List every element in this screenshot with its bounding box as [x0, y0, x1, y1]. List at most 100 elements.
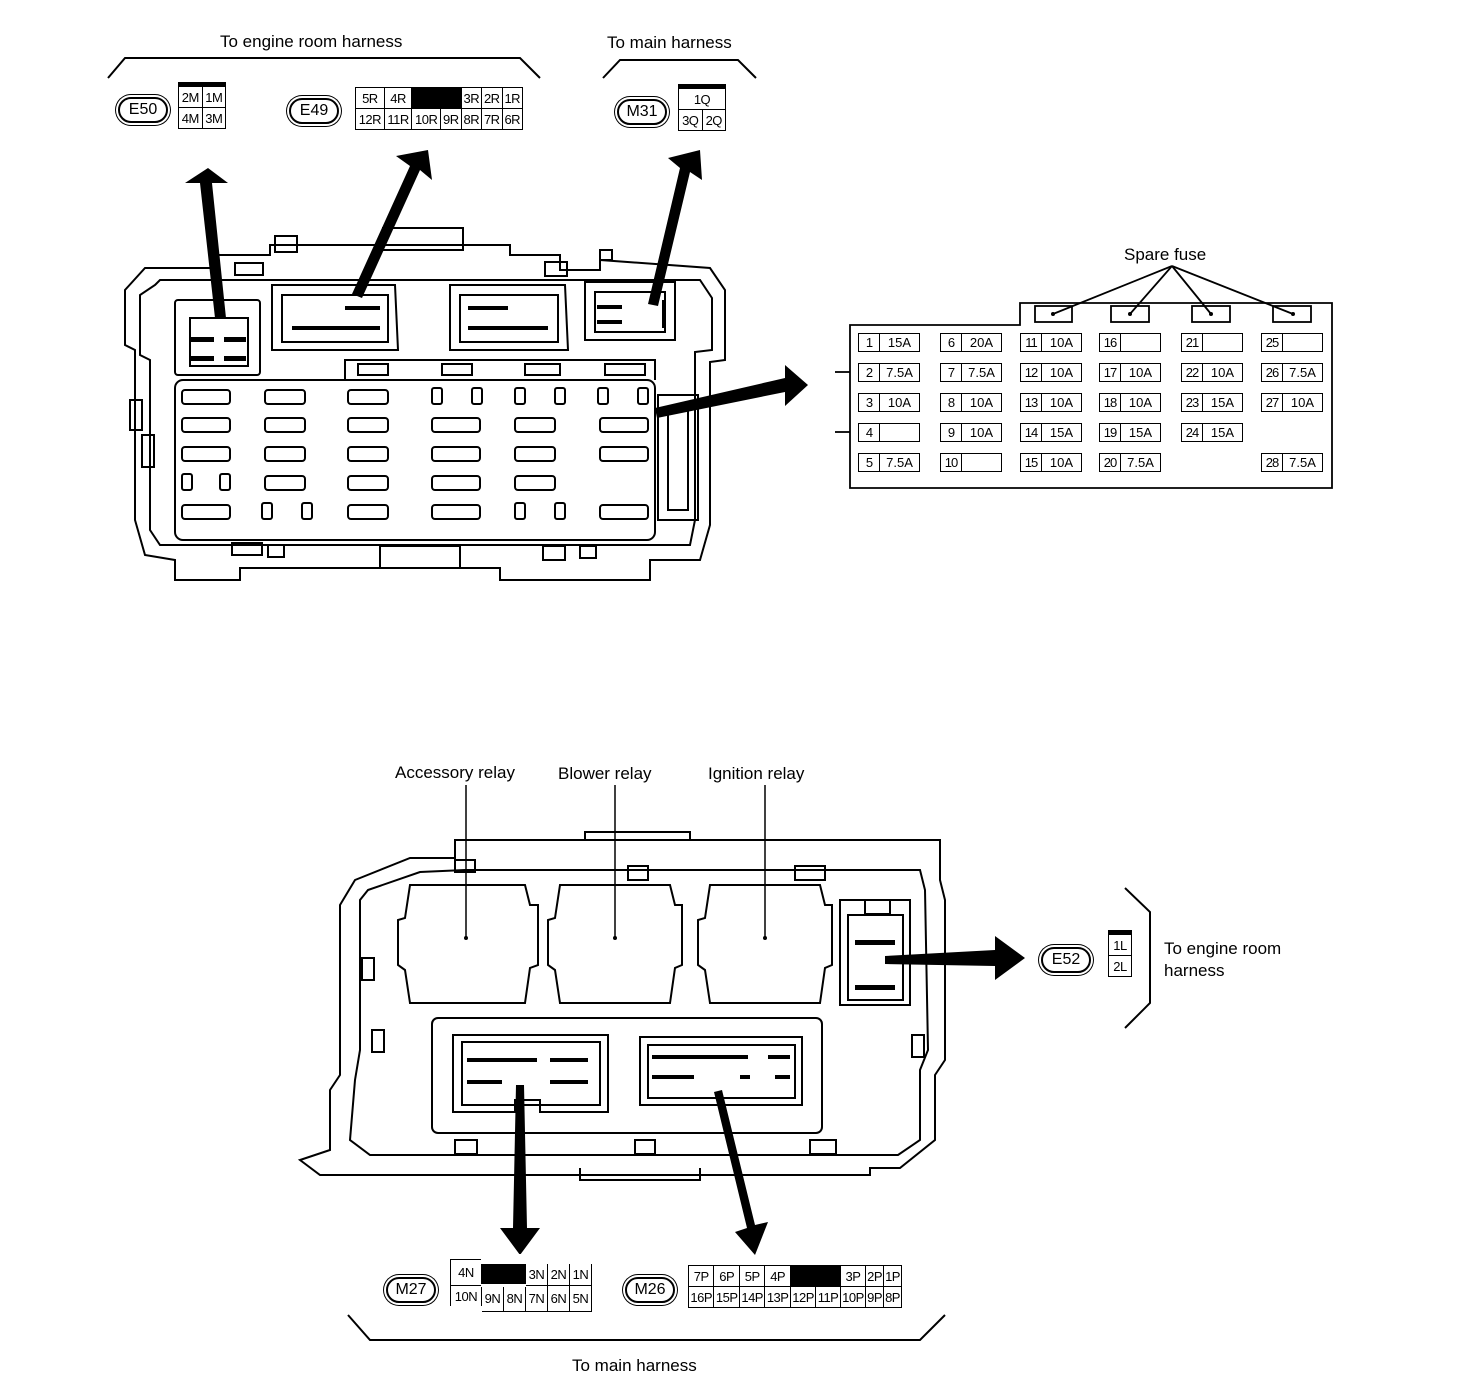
pin-9n: 9N	[480, 1285, 504, 1312]
fuse-number: 10	[941, 454, 962, 471]
pin-9r: 9R	[440, 108, 462, 130]
pin-12r: 12R	[355, 108, 385, 130]
fuse-number: 11	[1021, 334, 1042, 351]
main-harness-bracket-bottom	[347, 1314, 946, 1341]
fuse-amperage	[1121, 334, 1160, 351]
pin-4n: 4N	[450, 1258, 482, 1286]
connector-id-m27: M27	[386, 1277, 436, 1303]
fuse-9: 9 10A	[940, 423, 1002, 442]
fuse-number: 2	[859, 364, 880, 381]
fuse-amperage: 10A	[1049, 455, 1074, 470]
fuse-number: 5	[859, 454, 880, 471]
fuse-amperage: 15A	[887, 335, 912, 350]
fuse-amperage: 7.5A	[886, 455, 913, 470]
fuse-amperage: 15A	[1210, 395, 1235, 410]
fuse-amperage: 10A	[1128, 395, 1153, 410]
fuse-amperage: 7.5A	[1127, 455, 1154, 470]
fuse-number: 28	[1262, 454, 1283, 471]
pin-1r: 1R	[501, 87, 523, 109]
fuse-number: 24	[1182, 424, 1203, 441]
accessory-relay-label: Accessory relay	[395, 763, 515, 782]
fuse-amperage	[1203, 334, 1242, 351]
fuse-amperage: 10A	[969, 425, 994, 440]
pin-15p: 15P	[713, 1286, 740, 1308]
fuse-number: 16	[1100, 334, 1121, 351]
fuse-amperage: 10A	[1128, 365, 1153, 380]
fuse-amperage: 7.5A	[1289, 455, 1316, 470]
fuse-number: 17	[1100, 364, 1121, 381]
fuse-number: 18	[1100, 394, 1121, 411]
pin-10p: 10P	[839, 1286, 867, 1308]
fuse-25: 25	[1261, 333, 1323, 352]
fuse-15: 15 10A	[1020, 453, 1082, 472]
pin-3q: 3Q	[678, 109, 703, 131]
connector-m26: 7P 6P 5P 4P 3P 2P 1P 16P 15P 14P 13P 12P…	[687, 1265, 902, 1308]
fuse-18: 18 10A	[1099, 393, 1161, 412]
pin-9p: 9P	[865, 1286, 885, 1308]
connector-id-m26: M26	[625, 1277, 675, 1303]
top-arrows	[185, 150, 808, 418]
connector-m27: 4N 3N 2N 1N 10N 9N 8N 7N 6N 5N	[450, 1254, 593, 1316]
bottom-engine-harness-label-2: harness	[1164, 961, 1225, 980]
connector-id-e52: E52	[1041, 947, 1091, 973]
pin-5r: 5R	[355, 87, 385, 109]
pin-5p: 5P	[738, 1265, 766, 1287]
fuse-number: 4	[859, 424, 880, 441]
fuse-16: 16	[1099, 333, 1161, 352]
fuse-5: 5 7.5A	[858, 453, 920, 472]
fuse-26: 26 7.5A	[1261, 363, 1323, 382]
pin-2n: 2N	[546, 1254, 570, 1286]
fuse-amperage: 7.5A	[886, 365, 913, 380]
pin-10n: 10N	[450, 1285, 482, 1316]
pin-2r: 2R	[481, 87, 503, 109]
pin-6p: 6P	[713, 1265, 740, 1287]
fuse-number: 26	[1262, 364, 1283, 381]
blower-relay-label: Blower relay	[558, 764, 652, 783]
fuse-number: 12	[1021, 364, 1042, 381]
fuse-amperage: 7.5A	[1289, 365, 1316, 380]
fuse-2: 2 7.5A	[858, 363, 920, 382]
pin-1m: 1M	[201, 84, 226, 108]
engine-harness-bracket-top	[107, 57, 541, 79]
fuse-amperage: 15A	[1128, 425, 1153, 440]
pin-2l: 2L	[1108, 955, 1132, 977]
pin-2q: 2Q	[701, 109, 726, 131]
fuse-10: 10	[940, 453, 1002, 472]
fuse-amperage: 10A	[1049, 335, 1074, 350]
fuse-amperage	[1283, 334, 1322, 351]
fuse-layout-panel	[835, 265, 1333, 489]
pin-14p: 14P	[738, 1286, 766, 1308]
fuse-11: 11 10A	[1020, 333, 1082, 352]
bottom-arrows	[500, 936, 1025, 1255]
pin-4m: 4M	[178, 107, 203, 129]
fuse-amperage: 15A	[1049, 425, 1074, 440]
pin-6n: 6N	[546, 1285, 570, 1312]
pin-3p: 3P	[839, 1265, 867, 1287]
fuse-number: 15	[1021, 454, 1042, 471]
pin-6r: 6R	[501, 108, 523, 130]
pin-1n: 1N	[568, 1254, 593, 1286]
fuse-number: 9	[941, 424, 962, 441]
fuse-amperage: 10A	[969, 395, 994, 410]
pin-11p: 11P	[815, 1286, 841, 1308]
pin-blank	[411, 87, 462, 109]
pin-3m: 3M	[201, 107, 226, 129]
pin-1l: 1L	[1108, 932, 1132, 956]
pin-2p: 2P	[865, 1265, 885, 1287]
connector-e49: 5R 4R 3R 2R 1R 12R 11R 10R 9R 8R 7R 6R	[355, 87, 523, 130]
fuse-number: 7	[941, 364, 962, 381]
fuse-number: 21	[1182, 334, 1203, 351]
top-engine-room-harness-label: To engine room harness	[220, 32, 403, 51]
pin-blank	[480, 1254, 526, 1287]
